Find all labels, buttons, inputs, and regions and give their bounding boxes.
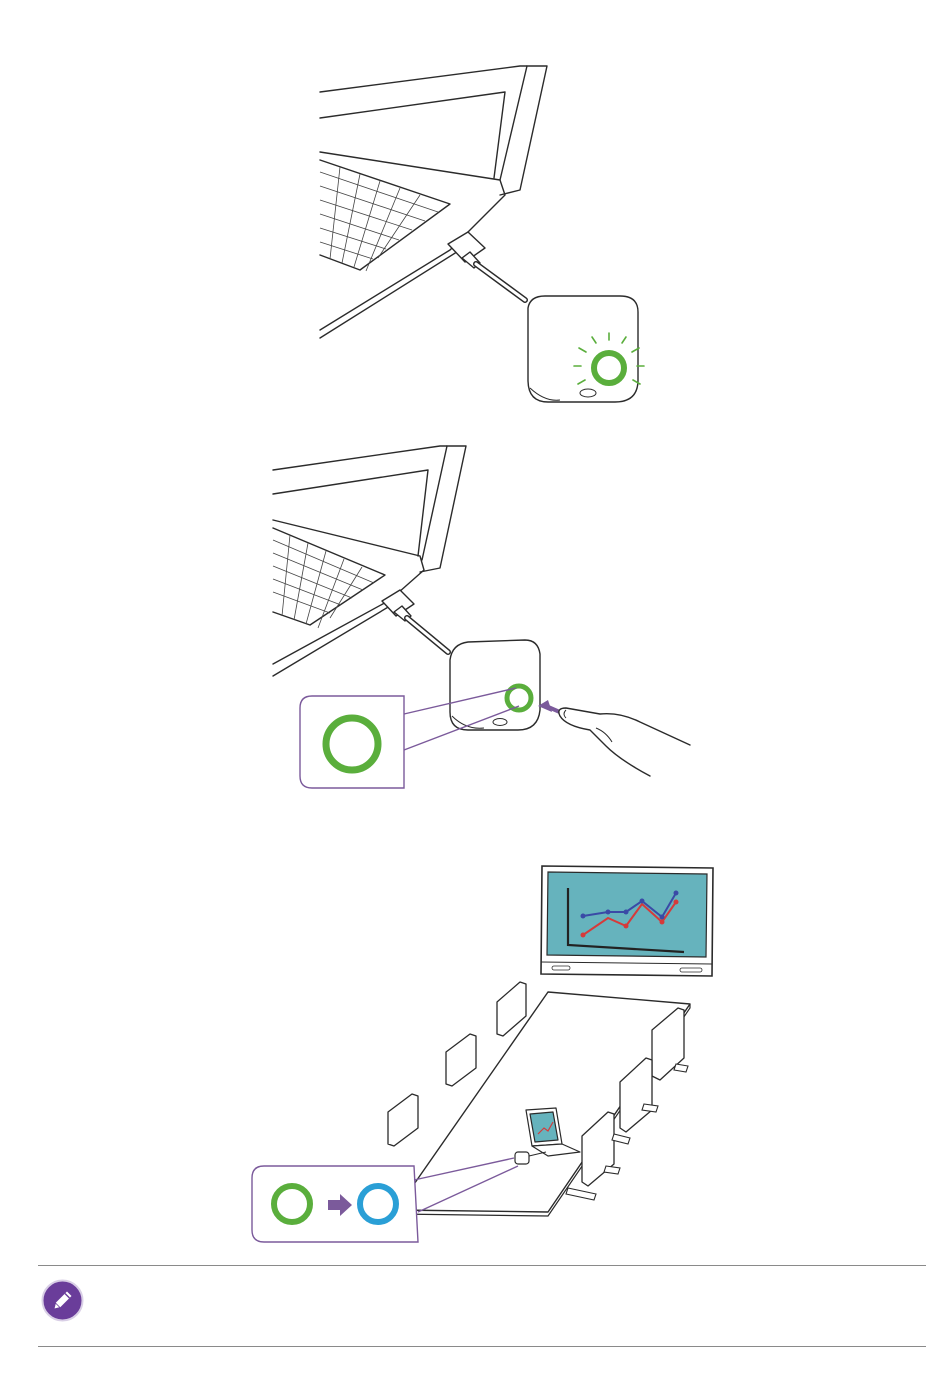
note-bottom-rule	[38, 1346, 926, 1347]
pencil-note-icon	[41, 1279, 84, 1322]
note-top-rule	[38, 1265, 926, 1266]
figure-meeting-room	[0, 0, 950, 1260]
